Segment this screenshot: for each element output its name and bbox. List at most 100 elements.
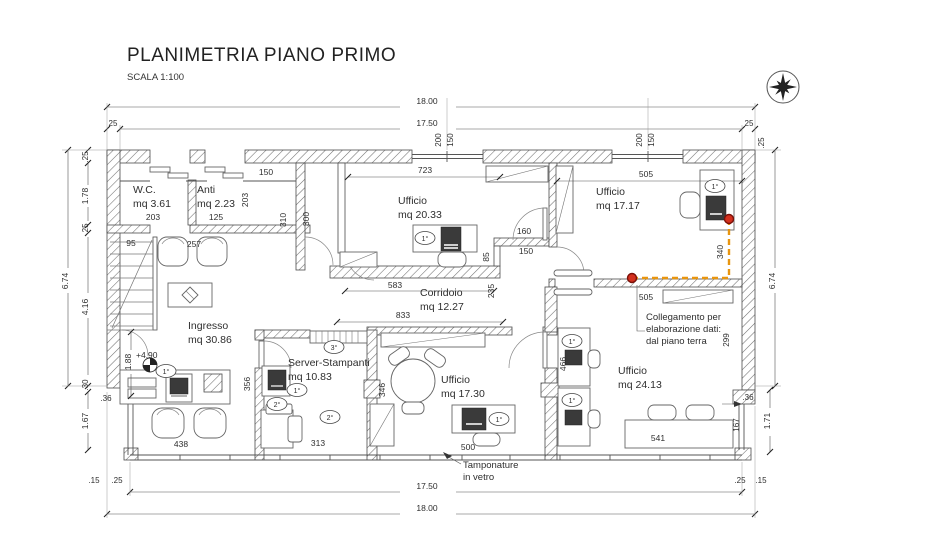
dim-right-3: 1.71 <box>762 412 772 429</box>
chair <box>151 407 185 439</box>
dim-300: 300 <box>301 212 311 226</box>
sliding-door-anti <box>204 166 244 179</box>
dim-right-1: .36 <box>742 393 754 402</box>
dim-left-overall: 6.74 <box>60 272 70 289</box>
door-leaf-server <box>258 340 265 369</box>
cabinet <box>339 251 378 268</box>
room-area-ufficio17b: mq 17.30 <box>441 388 485 400</box>
reception-desk <box>119 369 231 405</box>
dim-left-5: .30 <box>81 379 90 391</box>
round-table <box>388 346 446 415</box>
dim-583: 583 <box>388 280 402 290</box>
dim-wc-width: 203 <box>146 212 160 222</box>
dim-wall-left: 25 <box>109 119 118 128</box>
compass-icon <box>766 70 800 104</box>
dim-left-7: 1.67 <box>80 412 90 429</box>
room-name-anti: Anti <box>197 184 215 196</box>
room-name-ufficio20: Ufficio <box>398 195 427 207</box>
furniture <box>119 165 735 449</box>
marker-3-rack: 3° <box>323 340 345 354</box>
cabinet <box>485 165 549 183</box>
dim-win2-w: 200 <box>635 133 644 147</box>
dim-95: 95 <box>126 238 136 248</box>
leader-tamponature <box>443 452 462 465</box>
room-name-ufficio17b: Ufficio <box>441 374 470 386</box>
data-point-corridor <box>626 272 638 284</box>
dim-anti-depth: 203 <box>240 193 250 207</box>
dim-505-corr: 505 <box>639 292 653 302</box>
data-cable-dashed <box>632 222 731 280</box>
svg-text:2°: 2° <box>327 414 334 422</box>
annotations: Collegamento per elaborazione dati: dal … <box>136 312 721 483</box>
room-labels: W.C. mq 3.61 Anti mq 2.23 Ufficio mq 20.… <box>133 184 662 400</box>
marker-1-server: 1° <box>286 383 308 397</box>
room-area-corridoio: mq 12.27 <box>420 301 464 313</box>
armchair <box>196 236 228 267</box>
dim-right-top: .25 <box>757 137 766 149</box>
room-area-anti: mq 2.23 <box>197 198 235 210</box>
level-marker <box>142 357 158 373</box>
dim-left-6: 1.88 <box>123 353 133 370</box>
chair <box>437 251 467 268</box>
room-area-server: mq 10.83 <box>288 371 332 383</box>
dim-235: 235 <box>486 284 496 298</box>
room-area-wc: mq 3.61 <box>133 198 171 210</box>
room-name-corridoio: Corridoio <box>420 287 463 299</box>
chair <box>647 404 677 421</box>
page-title: PLANIMETRIA PIANO PRIMO <box>127 45 396 66</box>
dim-inner-width: 17.50 <box>416 118 438 128</box>
room-area-ufficio24: mq 24.13 <box>618 379 662 391</box>
double-door-corridor <box>553 269 593 296</box>
sliding-door-wc <box>149 166 189 179</box>
dim-356: 356 <box>242 377 252 391</box>
chair <box>472 432 501 447</box>
svg-text:3°: 3° <box>331 344 338 352</box>
note-collegamento-3: dal piano terra <box>646 336 707 347</box>
door-arc-ufficio17b <box>508 331 546 369</box>
dim-bottom-overall: 18.00 <box>416 503 438 513</box>
dim-wall-right: 25 <box>745 119 754 128</box>
data-point-office <box>723 213 735 225</box>
marker-1-ufficio24b: 1° <box>561 393 583 407</box>
marker-1-ufficio20: 1° <box>414 231 436 245</box>
room-area-ingresso: mq 30.86 <box>188 334 232 346</box>
dim-150: 150 <box>519 246 533 256</box>
scale-label: SCALA 1:100 <box>127 72 184 83</box>
leader-collegamento <box>636 285 645 332</box>
note-collegamento-1: Collegamento per <box>646 312 721 323</box>
dim-win2-h: 150 <box>647 133 656 147</box>
marker-1-ufficio17a: 1° <box>704 179 726 193</box>
dim-left-1: .25 <box>81 151 90 163</box>
marker-2-printer-a: 2° <box>266 397 288 411</box>
window-top-1 <box>412 151 483 162</box>
dim-541: 541 <box>651 433 665 443</box>
server-workstation <box>261 365 291 397</box>
dim-right-overall: 6.74 <box>767 272 777 289</box>
marker-1-ufficio24a: 1° <box>561 334 583 348</box>
stairs <box>107 236 158 331</box>
door-leaf-ufficio17a <box>542 207 548 241</box>
dim-bottom-r2: .15 <box>755 476 767 485</box>
dim-left-3: .25 <box>81 223 90 235</box>
door-leaf-ufficio17b <box>542 331 548 369</box>
dim-right-2: 167 <box>732 418 741 432</box>
glass-walls <box>127 390 745 461</box>
dim-313: 313 <box>311 438 325 448</box>
svg-text:1°: 1° <box>163 368 170 376</box>
chair <box>587 349 601 369</box>
dim-overall-width: 18.00 <box>416 96 438 106</box>
dim-500: 500 <box>461 442 475 452</box>
cabinet <box>662 289 734 304</box>
cabinet <box>555 165 574 234</box>
window-top-2 <box>612 151 683 162</box>
svg-text:1°: 1° <box>294 387 301 395</box>
dim-win1-h: 150 <box>446 133 455 147</box>
marker-1-ufficio17b: 1° <box>488 412 510 426</box>
svg-text:2°: 2° <box>274 401 281 409</box>
dim-left-4: 4.16 <box>80 298 90 315</box>
svg-text:1°: 1° <box>569 397 576 405</box>
chair <box>193 407 227 439</box>
room-name-wc: W.C. <box>133 184 156 196</box>
marker-2-printer-b: 2° <box>319 410 341 424</box>
